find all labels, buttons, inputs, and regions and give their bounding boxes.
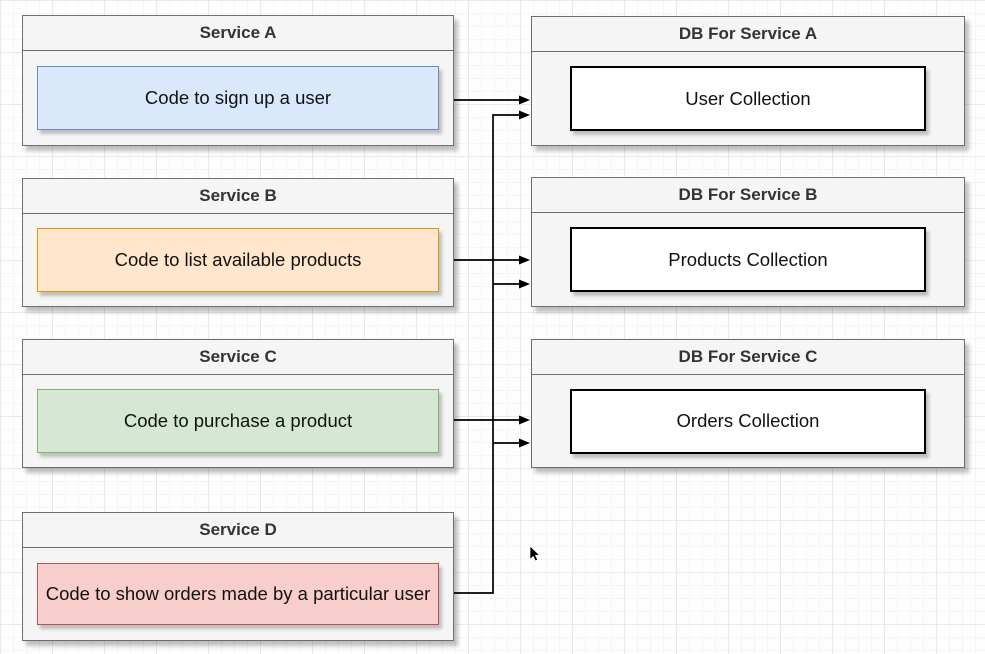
- db-a-collection-box[interactable]: User Collection: [570, 66, 926, 131]
- db-a-title-label: DB For Service A: [678, 24, 818, 43]
- service-c-code-label: Code to purchase a product: [123, 410, 353, 432]
- node-service-b[interactable]: Service B Code to list available product…: [22, 178, 454, 307]
- db-c-title-label: DB For Service C: [678, 347, 818, 366]
- db-b-collection-label: Products Collection: [668, 248, 828, 270]
- db-a-title: DB For Service A: [532, 17, 964, 52]
- service-a-title: Service A: [23, 16, 453, 51]
- service-d-title-label: Service D: [199, 520, 277, 539]
- edge-service-d-to-db-a[interactable]: [454, 110, 530, 594]
- service-b-code-label: Code to list available products: [114, 249, 362, 271]
- service-d-body: Code to show orders made by a particular…: [23, 548, 453, 640]
- service-c-body: Code to purchase a product: [23, 375, 453, 467]
- node-db-b[interactable]: DB For Service B Products Collection: [531, 177, 965, 307]
- service-b-title-label: Service B: [199, 186, 277, 205]
- service-d-code-box[interactable]: Code to show orders made by a particular…: [37, 563, 439, 625]
- service-b-body: Code to list available products: [23, 214, 453, 306]
- db-a-body: User Collection: [532, 52, 964, 145]
- service-a-body: Code to sign up a user: [23, 51, 453, 145]
- service-a-title-label: Service A: [199, 23, 277, 42]
- service-b-code-box[interactable]: Code to list available products: [37, 228, 439, 292]
- service-a-code-label: Code to sign up a user: [144, 87, 332, 109]
- node-db-c[interactable]: DB For Service C Orders Collection: [531, 339, 965, 468]
- node-db-a[interactable]: DB For Service A User Collection: [531, 16, 965, 146]
- db-c-body: Orders Collection: [532, 375, 964, 467]
- db-c-collection-label: Orders Collection: [676, 410, 820, 432]
- node-service-d[interactable]: Service D Code to show orders made by a …: [22, 512, 454, 641]
- service-d-title: Service D: [23, 513, 453, 548]
- db-b-collection-box[interactable]: Products Collection: [570, 227, 926, 292]
- service-c-code-box[interactable]: Code to purchase a product: [37, 389, 439, 453]
- db-b-body: Products Collection: [532, 213, 964, 306]
- service-d-code-label: Code to show orders made by a particular…: [45, 583, 431, 605]
- db-b-title-label: DB For Service B: [678, 185, 818, 204]
- service-a-code-box[interactable]: Code to sign up a user: [37, 66, 439, 130]
- db-c-title: DB For Service C: [532, 340, 964, 375]
- service-c-title: Service C: [23, 340, 453, 375]
- db-c-collection-box[interactable]: Orders Collection: [570, 388, 926, 454]
- node-service-c[interactable]: Service C Code to purchase a product: [22, 339, 454, 468]
- node-service-a[interactable]: Service A Code to sign up a user: [22, 15, 454, 146]
- service-c-title-label: Service C: [199, 347, 277, 366]
- service-b-title: Service B: [23, 179, 453, 214]
- db-b-title: DB For Service B: [532, 178, 964, 213]
- db-a-collection-label: User Collection: [685, 87, 811, 109]
- mouse-cursor-icon: [529, 545, 541, 562]
